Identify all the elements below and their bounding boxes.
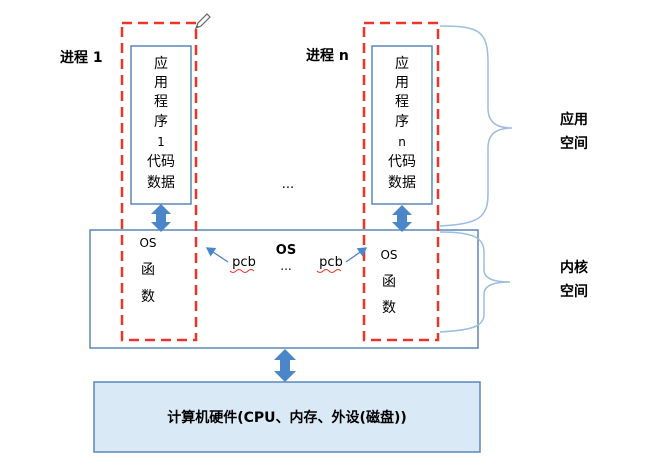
process-1-double-arrow xyxy=(151,204,171,232)
user-space-ellipsis: ... xyxy=(282,177,294,192)
pcb-right-underline xyxy=(316,269,342,273)
svg-text:用: 用 xyxy=(154,75,168,91)
process-n-os-text: OS 函 数 xyxy=(380,248,397,316)
pcb-left-arrow xyxy=(205,247,229,263)
svg-text:函: 函 xyxy=(141,262,155,278)
svg-text:函: 函 xyxy=(382,274,396,290)
hardware-label: 计算机硬件(CPU、内存、外设(磁盘)) xyxy=(167,409,407,426)
svg-text:数: 数 xyxy=(141,289,155,305)
svg-text:程: 程 xyxy=(154,94,168,110)
process-n-label: 进程 n xyxy=(306,48,349,64)
kernel-ellipsis: ... xyxy=(280,259,291,273)
pcb-left-label: pcb xyxy=(232,255,256,270)
svg-text:序: 序 xyxy=(154,114,168,130)
process-1-app-text: 应 用 程 序 1 代码 数据 xyxy=(147,55,175,191)
svg-text:应: 应 xyxy=(395,55,409,72)
kernel-os-label: OS xyxy=(276,243,296,258)
process-n-frame xyxy=(362,21,440,342)
process-1-frame xyxy=(120,21,198,342)
svg-text:代码: 代码 xyxy=(388,154,416,170)
process-1-label: 进程 1 xyxy=(60,50,103,66)
svg-text:1: 1 xyxy=(157,135,165,149)
svg-text:代码: 代码 xyxy=(147,154,175,170)
pcb-right-arrow xyxy=(345,247,368,263)
pcb-left-underline xyxy=(229,269,255,273)
process-n-double-arrow xyxy=(392,205,412,232)
svg-text:序: 序 xyxy=(395,114,409,130)
kernel-space-label-line1: 内核 xyxy=(560,259,588,276)
process-n-app-text: 应 用 程 序 n 代码 数据 xyxy=(388,55,416,191)
kernel-space-brace xyxy=(439,231,511,333)
kernel-space-label-line2: 空间 xyxy=(560,283,588,300)
process-1-os-text: OS 函 数 xyxy=(139,236,156,305)
svg-text:OS: OS xyxy=(139,236,156,250)
svg-text:数据: 数据 xyxy=(388,175,416,191)
pcb-right-label: pcb xyxy=(319,255,343,270)
svg-text:应: 应 xyxy=(154,55,168,72)
kernel-box xyxy=(89,229,479,349)
svg-text:程: 程 xyxy=(395,94,409,110)
svg-text:数据: 数据 xyxy=(147,175,175,191)
pencil-icon xyxy=(194,13,211,30)
user-space-label-line1: 应用 xyxy=(560,111,588,128)
user-space-brace xyxy=(439,25,513,227)
svg-text:数: 数 xyxy=(382,300,396,316)
svg-text:用: 用 xyxy=(395,75,409,91)
user-space-label-line2: 空间 xyxy=(560,135,588,152)
kernel-hardware-double-arrow xyxy=(274,349,296,382)
svg-text:OS: OS xyxy=(380,248,397,262)
process-n-app-box xyxy=(371,45,433,205)
hardware-box xyxy=(93,381,481,453)
svg-text:n: n xyxy=(398,135,406,149)
